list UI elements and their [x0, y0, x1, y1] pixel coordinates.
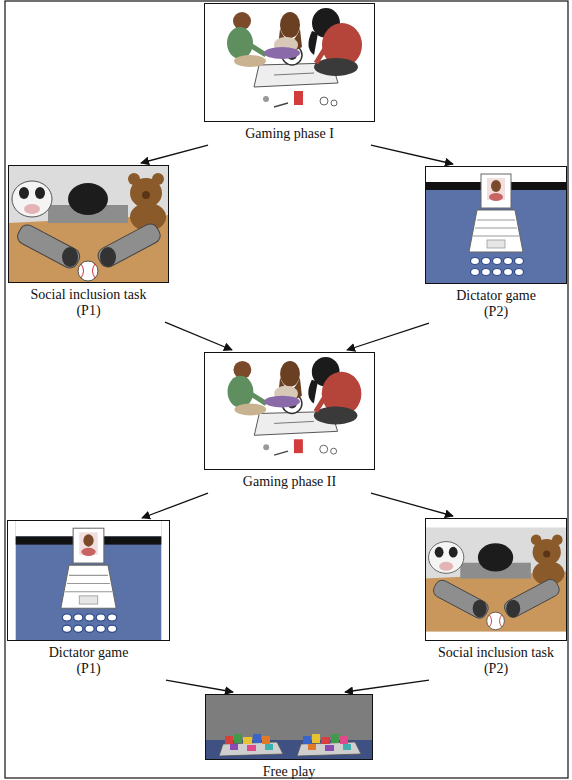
- panel-frame: [204, 3, 375, 122]
- panel-caption: Gaming phase II: [215, 474, 365, 490]
- dictator-game-illustration: [16, 520, 162, 641]
- stage-panel: Dictator game (P2): [425, 166, 567, 320]
- panel-frame: [425, 518, 567, 641]
- flow-arrow: [165, 322, 232, 350]
- panel-frame: [205, 694, 373, 760]
- flow-arrow: [345, 680, 429, 692]
- panel-caption: Free play: [214, 764, 364, 780]
- dictator-game-illustration: [425, 166, 567, 284]
- flow-arrow: [141, 145, 208, 163]
- panel-caption: Dictator game (P1): [39, 645, 139, 677]
- social-inclusion-illustration: [425, 527, 567, 631]
- stage-panel: Gaming phase II: [204, 352, 375, 490]
- panel-frame: [8, 165, 169, 283]
- free-play-illustration: [205, 694, 373, 760]
- panel-caption: Social inclusion task (P1): [19, 287, 159, 319]
- flow-arrow: [142, 493, 208, 518]
- stage-panel: Free play: [205, 694, 373, 780]
- stage-panel: Gaming phase I: [204, 3, 375, 142]
- panel-frame: [425, 166, 567, 284]
- gaming-illustration: [204, 3, 375, 122]
- stage-panel: Social inclusion task (P2): [425, 518, 567, 677]
- figure-border: [5, 1, 568, 778]
- flow-arrow: [371, 493, 453, 516]
- stage-panel: Dictator game (P1): [7, 520, 170, 677]
- flow-arrow: [347, 323, 429, 350]
- panel-frame: [204, 352, 375, 470]
- social-inclusion-illustration: [8, 165, 169, 283]
- panel-caption: Gaming phase I: [215, 126, 365, 142]
- flow-arrow: [166, 680, 233, 692]
- gaming-illustration: [205, 352, 375, 470]
- panel-caption: Social inclusion task (P2): [426, 645, 566, 677]
- panel-caption: Dictator game (P2): [446, 288, 546, 320]
- flow-arrow: [371, 145, 453, 164]
- stage-panel: Social inclusion task (P1): [8, 165, 169, 319]
- panel-frame: [7, 520, 170, 641]
